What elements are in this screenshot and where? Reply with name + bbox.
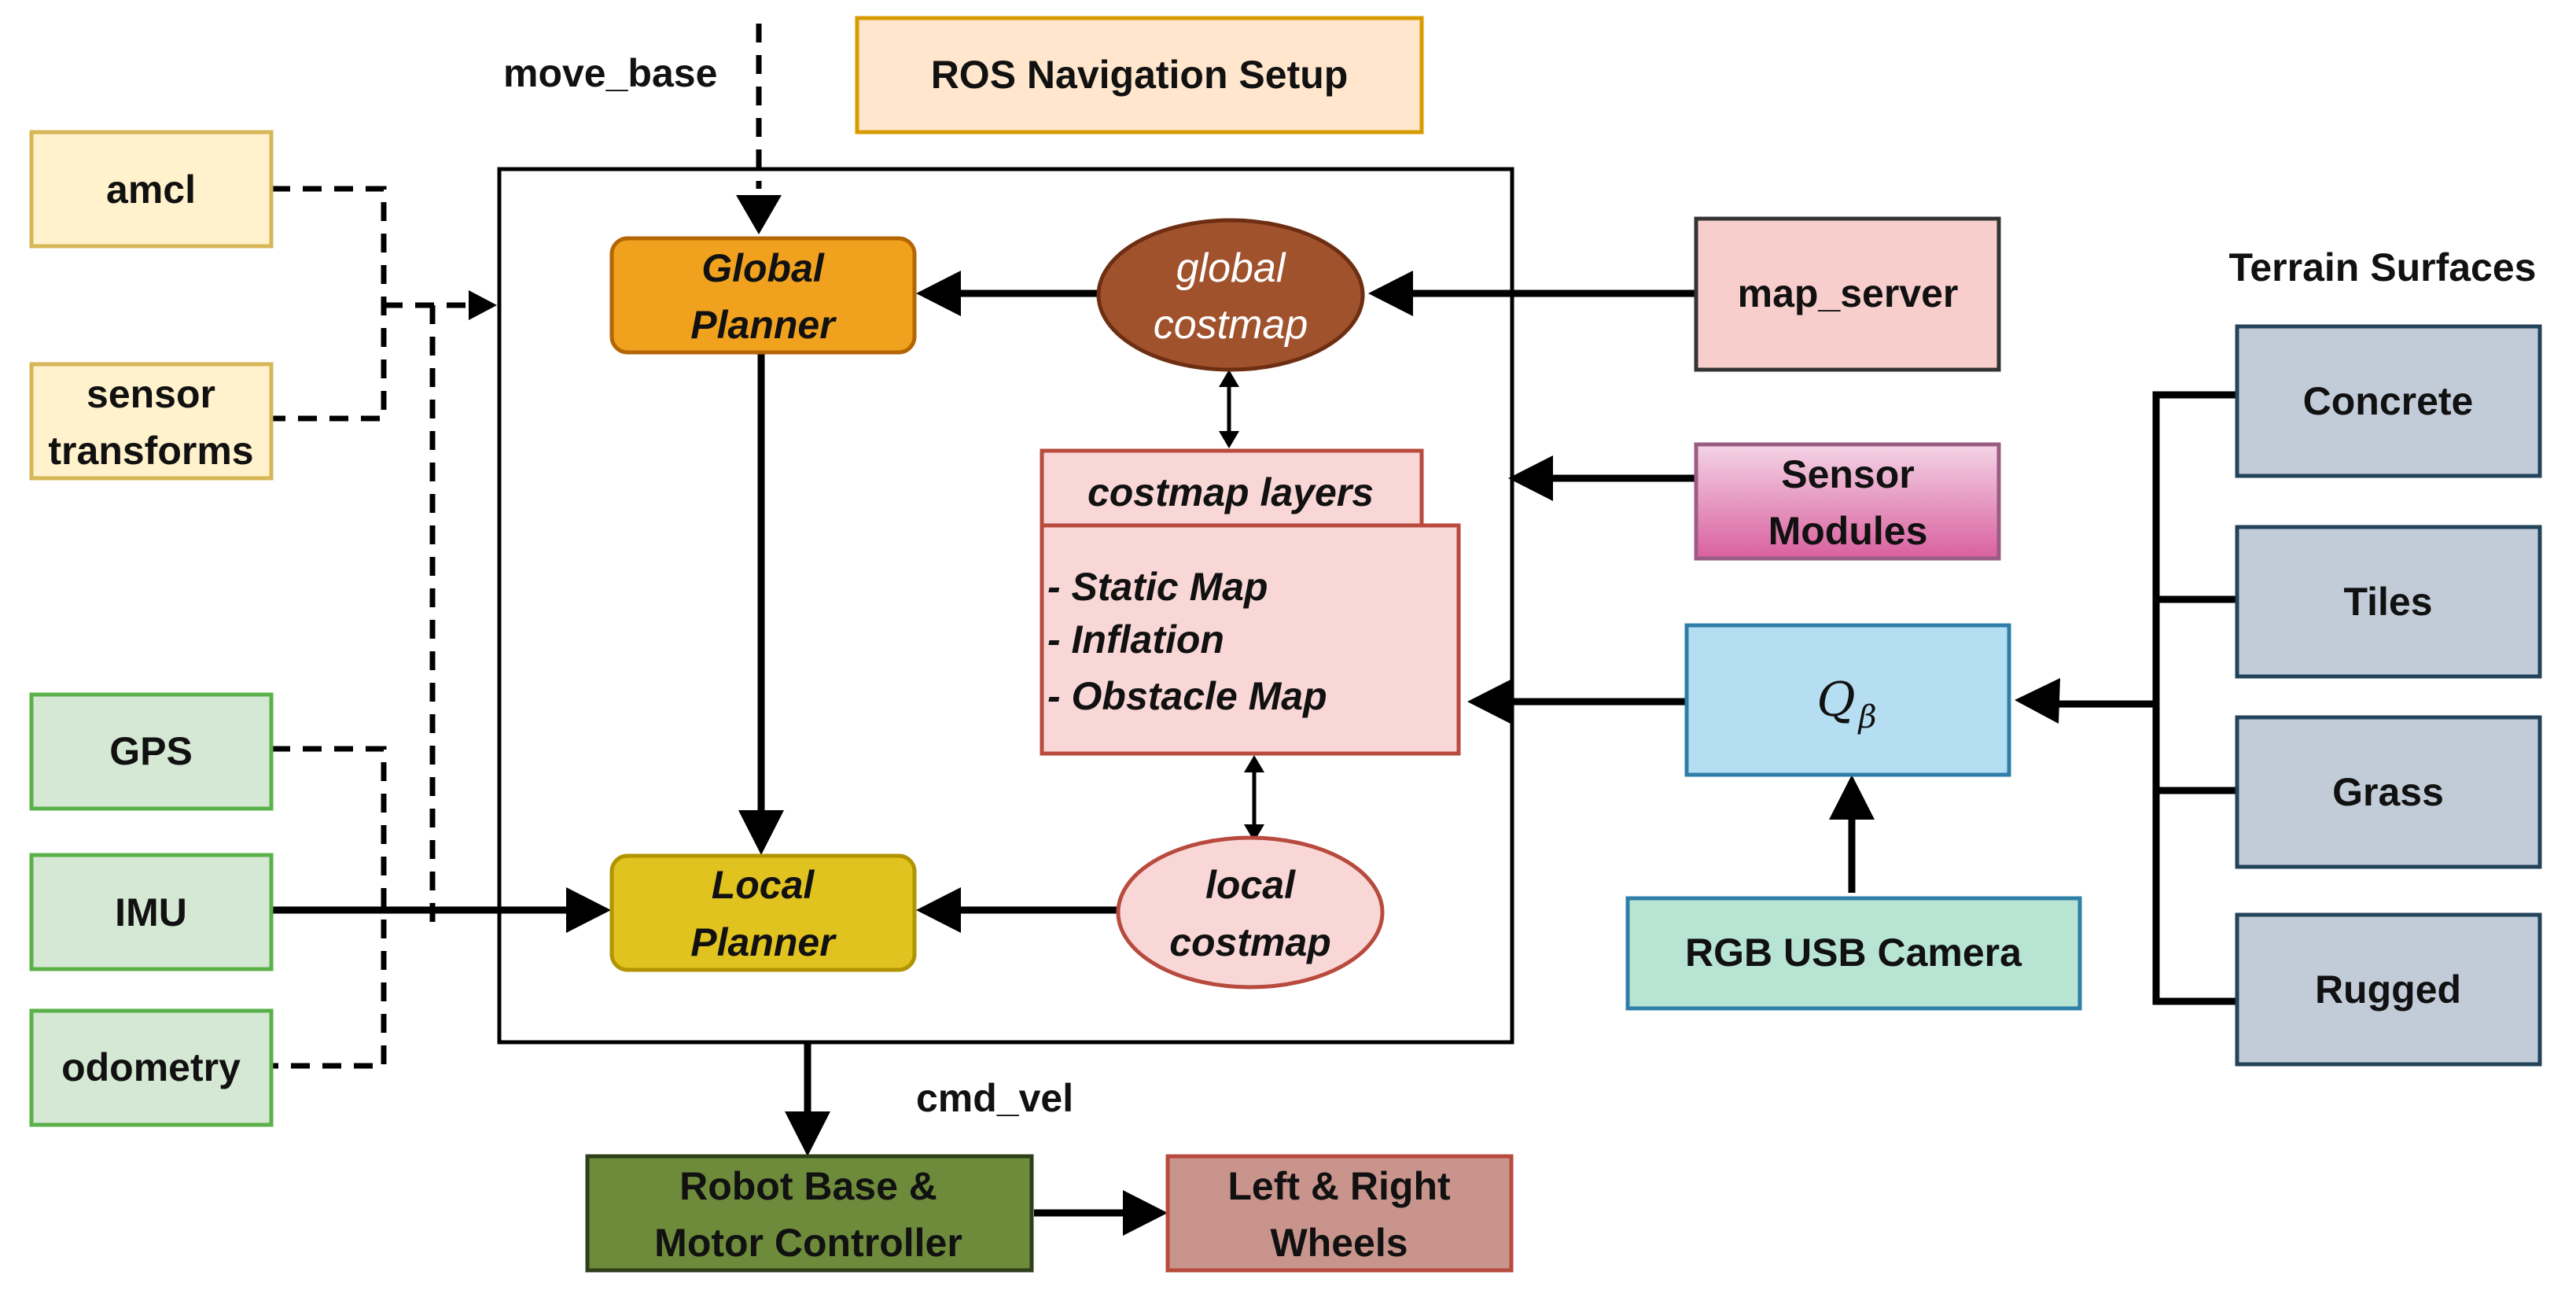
terrain-heading: Terrain Surfaces — [2229, 245, 2537, 289]
costmap-layers-tab — [1040, 448, 1424, 529]
solid-connectors — [271, 271, 2245, 1236]
wheels-line-1: Left & Right — [1227, 1164, 1451, 1208]
sensor-modules-line-1: Sensor — [1781, 452, 1915, 496]
move-base-container — [497, 167, 1514, 1045]
terrain-grass-box — [2235, 715, 2542, 869]
robot-base-box — [585, 1154, 1034, 1273]
sensor-transforms-line-2: transforms — [48, 429, 253, 473]
dashed-connectors — [271, 24, 782, 1069]
wheels-box — [1165, 1154, 1514, 1273]
gps-box — [29, 692, 274, 811]
global-costmap-line-1: global — [1176, 245, 1286, 291]
move-base-label: move_base — [503, 51, 717, 95]
gps-label: GPS — [109, 729, 193, 773]
global-costmap-node — [1096, 218, 1365, 372]
global-planner-line-2: Planner — [690, 303, 837, 347]
sensor-modules-line-2: Modules — [1768, 509, 1928, 553]
layer-inflation: - Inflation — [1047, 617, 1224, 662]
rgb-camera-label: RGB USB Camera — [1685, 931, 2022, 975]
global-planner-box — [609, 236, 917, 355]
q-subscript: β — [1857, 699, 1876, 735]
map-server-label: map_server — [1738, 271, 1959, 315]
wheels-line-2: Wheels — [1270, 1221, 1408, 1265]
global-to-local-arrowhead — [738, 810, 784, 855]
lcostmap-arrowhead — [916, 887, 961, 933]
imu-label: IMU — [115, 890, 187, 934]
gps-odometry-link — [271, 746, 387, 1069]
cmd-vel-label: cmd_vel — [916, 1076, 1073, 1120]
amcl-label: amcl — [106, 168, 196, 212]
terrain-rugged-box — [2235, 912, 2542, 1067]
q-beta-box — [1684, 623, 2011, 777]
sensors-arrowhead — [1508, 455, 1553, 501]
mapserver-arrowhead — [1368, 271, 1413, 316]
robot-base-line-2: Motor Controller — [654, 1221, 962, 1265]
local-costmap-line-2: costmap — [1169, 920, 1331, 964]
map-server-box — [1694, 216, 2001, 372]
gcostmap-layers-arrow-down — [1219, 431, 1239, 448]
local-planner-line-2: Planner — [690, 920, 837, 964]
gcostmap-arrowhead — [916, 271, 961, 316]
costmap-layers-body — [1040, 523, 1461, 756]
layers-lcostmap-arrow-down — [1244, 824, 1264, 842]
terrain-grass-label: Grass — [2332, 770, 2444, 814]
amcl-box — [29, 130, 274, 249]
terrain-tiles-label: Tiles — [2343, 580, 2432, 624]
terrain-arrowhead — [2015, 678, 2060, 724]
terrain-tiles-box — [2235, 525, 2542, 679]
sensor-modules-box — [1694, 442, 2001, 561]
q-arrowhead — [1467, 679, 1512, 724]
title-box — [855, 16, 1424, 135]
global-planner-line-1: Global — [701, 246, 825, 290]
rgb-camera-box — [1625, 896, 2082, 1011]
local-planner-line-1: Local — [712, 863, 815, 907]
terrain-concrete-box — [2235, 324, 2542, 478]
local-costmap-line-1: local — [1205, 863, 1296, 907]
diagram-title: ROS Navigation Setup — [931, 53, 1349, 97]
terrain-concrete-label: Concrete — [2303, 379, 2474, 423]
robot-base-line-1: Robot Base & — [679, 1164, 937, 1208]
local-planner-box — [609, 853, 917, 972]
imu-arrowhead — [566, 887, 611, 933]
camera-arrowhead — [1829, 775, 1875, 820]
layer-obstacle-map: - Obstacle Map — [1047, 674, 1327, 718]
layer-static-map: - Static Map — [1047, 565, 1268, 609]
tf-arrowhead — [469, 290, 497, 320]
gcostmap-layers-arrow-up — [1219, 370, 1239, 387]
cmdvel-arrowhead — [785, 1111, 830, 1156]
terrain-bracket — [2152, 391, 2245, 1005]
global-costmap-line-2: costmap — [1154, 302, 1308, 348]
local-costmap-node — [1116, 835, 1385, 990]
odometry-box — [29, 1008, 274, 1127]
layers-lcostmap-arrow-up — [1244, 755, 1264, 772]
move-base-arrowhead — [736, 195, 782, 234]
costmap-layers-title: costmap layers — [1087, 470, 1374, 514]
amcl-transforms-link — [271, 186, 387, 422]
odometry-label: odometry — [61, 1045, 241, 1089]
sensor-transforms-box — [29, 362, 274, 481]
terrain-rugged-label: Rugged — [2315, 968, 2461, 1012]
q-symbol: Q — [1816, 673, 1855, 728]
wheels-arrowhead — [1123, 1190, 1168, 1236]
sensor-transforms-line-1: sensor — [86, 372, 215, 416]
imu-box — [29, 853, 274, 971]
